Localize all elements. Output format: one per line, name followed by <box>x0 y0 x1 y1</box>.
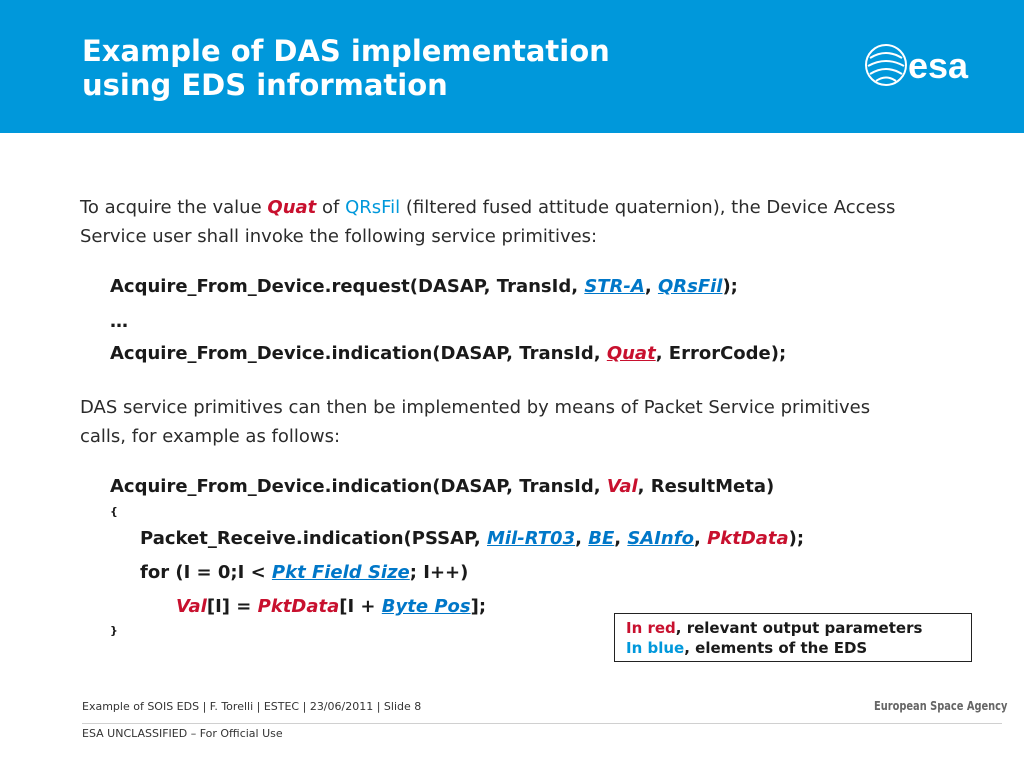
pkt-field-size-link: Pkt Field Size <box>271 562 410 583</box>
esa-logo: esa <box>864 42 1000 88</box>
qrsfil-link: QRsFil <box>657 276 723 297</box>
legend-red-row: In red, relevant output parameters <box>626 619 923 637</box>
footer-slide-info: Example of SOIS EDS | F. Torelli | ESTEC… <box>82 700 422 713</box>
intro-paragraph: To acquire the value Quat of QRsFil (fil… <box>80 197 896 247</box>
code2-for-loop: for (I = 0;I < Pkt Field Size; I++) <box>140 562 469 583</box>
be-link: BE <box>588 528 615 549</box>
quat-term: Quat <box>267 197 317 218</box>
quat-output: Quat <box>606 343 656 364</box>
code-ellipsis: … <box>110 311 128 332</box>
logo-text: esa <box>908 45 969 86</box>
code2-packet-receive: Packet_Receive.indication(PSSAP, Mil-RT0… <box>140 528 805 549</box>
legend-blue-row: In blue, elements of the EDS <box>626 639 868 657</box>
sainfo-link: SAInfo <box>627 528 694 549</box>
mil-rt03-link: Mil-RT03 <box>487 528 576 549</box>
open-brace: { <box>110 505 118 518</box>
color-legend-box: In red, relevant output parameters In bl… <box>614 613 972 662</box>
pktdata-output: PktData <box>707 528 789 549</box>
qrsfil-term: QRsFil <box>345 197 401 218</box>
val-output: Val <box>606 476 638 497</box>
code-acquire-request: Acquire_From_Device.request(DASAP, Trans… <box>110 276 738 297</box>
close-brace: } <box>110 624 118 637</box>
code2-acquire-indication: Acquire_From_Device.indication(DASAP, Tr… <box>110 476 775 497</box>
das-paragraph: DAS service primitives can then be imple… <box>80 397 871 447</box>
title-line-1: Example of DAS implementation <box>82 34 610 68</box>
val-assign: Val <box>176 596 207 617</box>
code-acquire-indication: Acquire_From_Device.indication(DASAP, Tr… <box>110 343 787 364</box>
title-line-2: using EDS information <box>82 68 448 102</box>
code2-assignment: Val[I] = PktData[I + Byte Pos]; <box>176 596 487 617</box>
footer-classification: ESA UNCLASSIFIED – For Official Use <box>82 727 283 740</box>
str-a-link: STR-A <box>584 276 645 297</box>
slide-title: Example of DAS implementation using EDS … <box>82 34 782 102</box>
footer-agency: European Space Agency <box>874 699 1008 713</box>
byte-pos-link: Byte Pos <box>381 596 471 617</box>
header-bar <box>0 0 1024 133</box>
pktdata-assign: PktData <box>257 596 340 617</box>
footer-divider <box>82 723 1002 724</box>
